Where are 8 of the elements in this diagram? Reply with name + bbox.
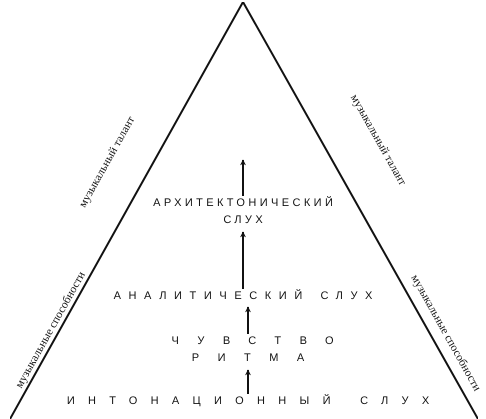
- level-label: АРХИТЕКТОНИЧЕСКИЙ СЛУХ: [143, 195, 343, 231]
- level-label: ЧУВСТВО РИТМА: [153, 333, 343, 369]
- arrow: [240, 159, 246, 196]
- level-label: АНАЛИТИЧЕСКИЙ СЛУХ: [93, 288, 393, 306]
- arrow: [245, 369, 251, 394]
- arrow: [240, 231, 246, 289]
- arrow: [245, 306, 251, 334]
- level-label: ИНТОНАЦИОННЫЙ СЛУХ: [48, 393, 448, 411]
